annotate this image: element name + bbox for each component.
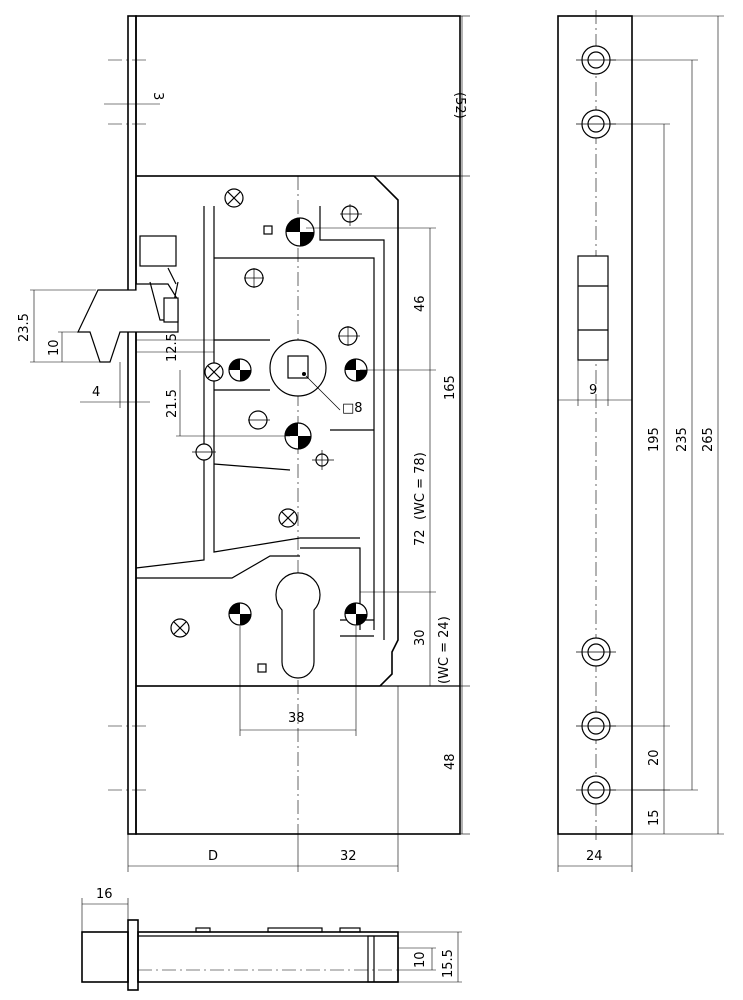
dim-side-9: 9 — [589, 383, 597, 398]
faceplate — [127, 15, 137, 835]
dim-bottom-height: 48 — [443, 753, 458, 770]
dim-wc-78: (WC = 78) — [413, 452, 428, 520]
dim-plate-thickness: 3 — [150, 92, 165, 100]
dim-side-15: 15 — [647, 809, 662, 826]
dim-offset-21-5: 21.5 — [165, 389, 180, 418]
dim-spindle-to-cyl: 72 — [413, 529, 428, 546]
dim-latch-proj: 4 — [92, 385, 100, 400]
cylinder-cutout — [275, 572, 321, 679]
dim-latch-height: 23.5 — [17, 313, 32, 342]
dim-top-height: (52) — [452, 92, 467, 119]
dim-backset: D — [208, 849, 218, 864]
rivet-bottom — [170, 618, 190, 638]
dim-wc-24: (WC = 24) — [437, 616, 452, 684]
dim-latch-inner: 10 — [47, 339, 62, 356]
lock-case — [136, 175, 399, 687]
faceplate-bottom — [127, 919, 139, 991]
side-view: 9 195 235 265 20 15 24 — [557, 10, 724, 872]
fixing-hole-right — [344, 358, 368, 382]
fixing-hole-left — [228, 358, 252, 382]
latch-bottom — [81, 931, 129, 983]
dim-side-235: 235 — [675, 427, 690, 452]
fixing-hole-low-right — [344, 602, 368, 626]
rivet-top — [224, 188, 244, 208]
dim-side-195: 195 — [647, 427, 662, 452]
dim-side-20: 20 — [647, 749, 662, 766]
dim-bottom-16: 16 — [96, 887, 113, 902]
fixing-hole-low-left — [228, 602, 252, 626]
dim-spindle-to-top: 46 — [413, 295, 428, 312]
dim-offset-12-5: 12.5 — [165, 333, 180, 362]
front-view: (52) 165 48 46 (WC = 78) 72 30 (WC = 24)… — [17, 15, 470, 872]
dim-side-265: 265 — [701, 427, 716, 452]
dim-lock-height: 165 — [443, 375, 458, 400]
dim-cyl-to-bottom: 30 — [413, 629, 428, 646]
faceplate-side — [557, 15, 633, 835]
bottom-view: 16 10 15.5 — [81, 887, 462, 991]
rivet-mid — [278, 508, 298, 528]
dim-spindle-square: □8 — [342, 401, 363, 416]
dim-faceplate-width: 24 — [586, 849, 603, 864]
dim-bottom-10: 10 — [413, 951, 428, 968]
case-bottom — [137, 931, 399, 983]
latch-opening — [577, 255, 609, 361]
rivet-left — [204, 362, 224, 382]
dim-case-depth: 32 — [340, 849, 357, 864]
dim-screw-spacing: 38 — [288, 711, 305, 726]
fixing-hole-top — [285, 217, 315, 247]
dim-bottom-15-5: 15.5 — [441, 949, 456, 978]
